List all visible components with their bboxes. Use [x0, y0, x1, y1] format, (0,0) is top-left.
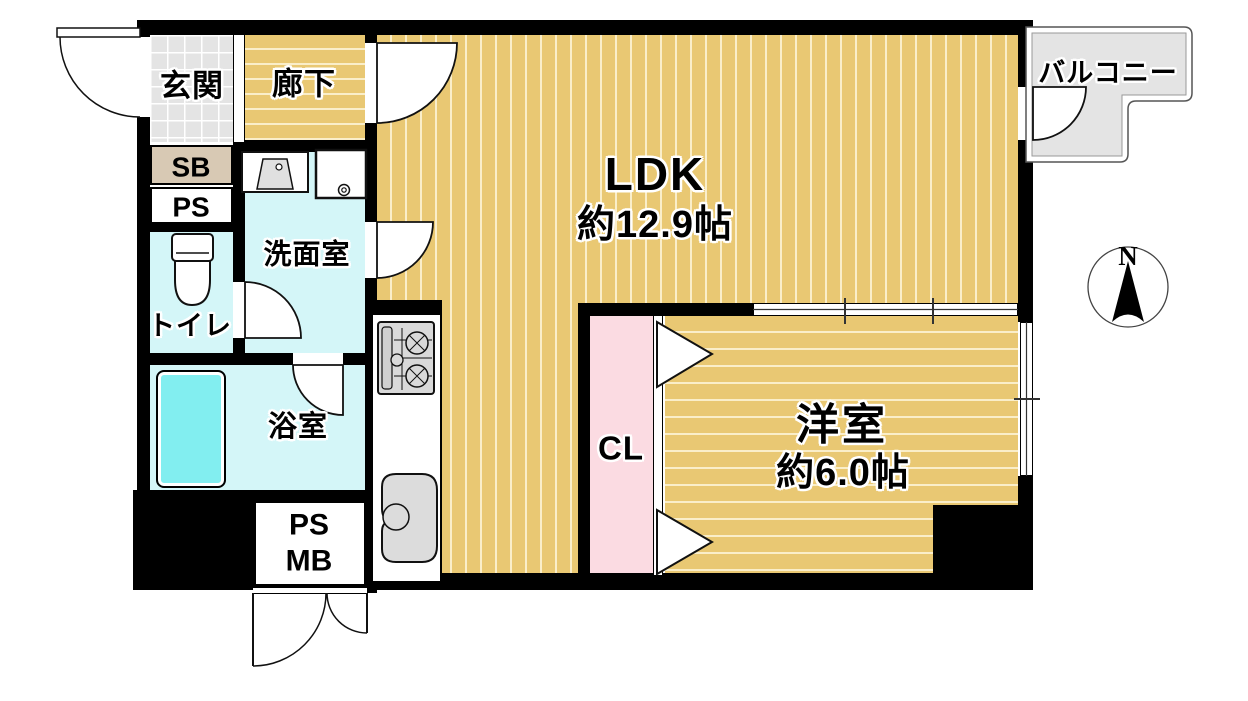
label-genkan: 玄関: [160, 68, 224, 104]
room-rouka-floor: [245, 35, 365, 142]
compass-icon: [1087, 246, 1169, 328]
folding-door-icon-top: [656, 320, 714, 389]
washing-machine-pan-icon: [314, 148, 368, 200]
entrance-door-arc: [59, 36, 141, 118]
stove-icon: [377, 321, 435, 395]
closet-door-track: [653, 316, 663, 575]
room-genkan-floor: [150, 35, 233, 142]
opening-entrance: [137, 37, 150, 117]
label-yokushitsu: 浴室: [267, 410, 329, 443]
door-arc-senmen-ldk: [376, 221, 434, 279]
opening-senmen-ldk: [365, 222, 377, 278]
label-ps: PS: [172, 191, 210, 223]
wall-kitchen-top: [365, 300, 442, 313]
label-youshitsu-size: 約6.0帖: [776, 452, 910, 495]
door-arc-bath: [292, 364, 344, 416]
wall-ps-bottom: [137, 223, 245, 232]
psmb-box: [253, 500, 367, 587]
label-senmen: 洗面室: [263, 238, 351, 270]
room-closet-floor: [590, 316, 653, 575]
wall-left: [137, 117, 150, 497]
wall-top: [137, 20, 1033, 35]
door-arc-balcony: [1032, 86, 1087, 141]
label-toilet: トイレ: [148, 310, 232, 341]
wall-right-mid: [1018, 140, 1033, 322]
washbasin-icon: [241, 151, 309, 193]
label-youshitsu: 洋室: [796, 401, 888, 450]
ps-box: [150, 187, 233, 224]
toilet-icon: [171, 233, 214, 307]
opening-main-door: [253, 587, 367, 594]
opening-bath: [293, 353, 343, 365]
label-psmb-mb: MB: [285, 544, 333, 578]
wall-bath-top-right: [343, 353, 365, 365]
wall-bath-top-left: [137, 353, 293, 365]
folding-door-icon-bottom: [656, 508, 714, 576]
label-balcony: バルコニー: [1038, 57, 1178, 88]
wall-ldk-youshitsu: [578, 303, 753, 316]
main-door-arc-small: [326, 592, 368, 634]
opening-genkan-rouka: [233, 35, 245, 142]
label-sb: SB: [171, 151, 211, 183]
entrance-door-leaf: [56, 27, 141, 38]
label-psmb-ps: PS: [288, 508, 330, 542]
door-arc-toilet: [244, 281, 302, 339]
room-ldk-floor-lower: [437, 305, 578, 583]
sb-box: [150, 145, 233, 185]
wall-ldk-left-b: [365, 123, 377, 222]
label-closet: CL: [598, 429, 644, 467]
label-compass-n: N: [1118, 240, 1138, 271]
opening-toilet: [233, 282, 245, 338]
label-rouka: 廊下: [272, 66, 336, 102]
label-ldk-size: 約12.9帖: [577, 204, 733, 247]
room-ldk-floor: [377, 35, 1018, 305]
sink-icon: [381, 473, 438, 563]
opening-rouka-ldk: [365, 43, 377, 123]
wall-closet-left: [578, 303, 590, 590]
main-door-arc-large: [252, 592, 327, 667]
bathtub-icon: [156, 370, 226, 488]
wall-ldk-left-a: [365, 35, 377, 43]
door-arc-rouka-ldk: [376, 42, 458, 124]
wall-pillar-notch: [933, 505, 1025, 575]
label-ldk: LDK: [604, 147, 706, 200]
